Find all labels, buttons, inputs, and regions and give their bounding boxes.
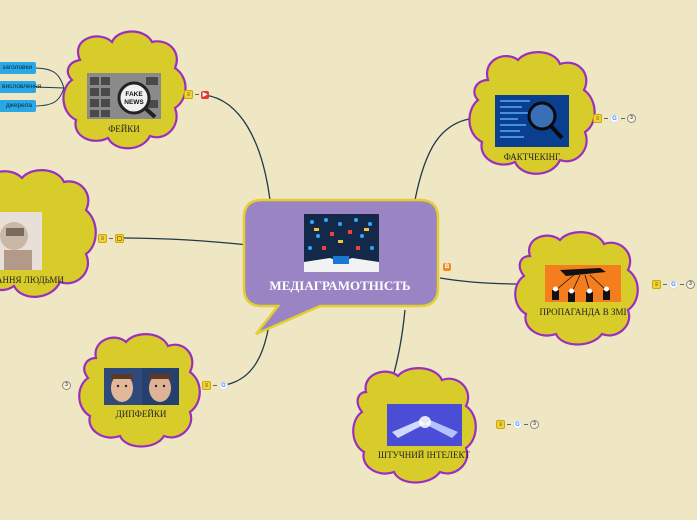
tag-statements[interactable]: висловлення — [0, 81, 41, 93]
connector-fakes — [204, 94, 271, 201]
note-icon[interactable]: ≡ — [184, 90, 193, 99]
child-count-icon[interactable]: 3 — [686, 280, 695, 289]
google-icon[interactable]: G — [610, 114, 619, 123]
node-label-people: АННЯ ЛЮДЬМИ — [0, 275, 64, 285]
google-icon[interactable]: G — [219, 381, 228, 390]
tag-sources[interactable]: джерела — [0, 100, 36, 112]
icons-people: ≡ ▢ — [98, 234, 124, 243]
image-ai — [387, 404, 462, 446]
fakes-subtopic-lines — [33, 67, 65, 107]
svg-text:FAKE: FAKE — [125, 91, 143, 98]
node-label-factcheck: ФАКТЧЕКІНГ — [503, 152, 561, 162]
video-link-icon[interactable]: ▶ — [201, 90, 209, 99]
connector-propaganda — [439, 277, 521, 285]
blog-link-icon[interactable]: B — [443, 263, 451, 271]
central-node-label: МЕДІАГРАМОТНІСТЬ — [269, 278, 411, 293]
connector-deepfakes — [224, 329, 269, 386]
tag-headlines[interactable]: заголовки — [0, 62, 36, 74]
icons-factcheck: ≡ G 3 — [593, 114, 636, 123]
icons-propaganda: ≡ G 3 — [652, 280, 695, 289]
note-icon[interactable]: ≡ — [652, 280, 661, 289]
note-icon[interactable]: ≡ — [496, 420, 505, 429]
note-icon[interactable]: ≡ — [98, 234, 107, 243]
image-people — [0, 212, 42, 270]
image-deepfakes — [104, 368, 179, 405]
node-label-fakes: ФЕЙКИ — [108, 124, 140, 134]
note-icon[interactable]: ≡ — [593, 114, 602, 123]
child-count-icon[interactable]: 3 — [627, 114, 636, 123]
note-icon[interactable]: ≡ — [202, 381, 211, 390]
connectors — [119, 94, 521, 386]
icons-deepfakes: ≡ G — [202, 381, 228, 390]
connector-factcheck — [414, 117, 476, 201]
icons-central: B — [443, 263, 451, 271]
icons-fakes: ≡ ▶ — [184, 90, 209, 99]
child-count-icon[interactable]: 3 — [530, 420, 539, 429]
svg-text:NEWS: NEWS — [124, 99, 144, 106]
connector-people — [119, 237, 249, 246]
child-count-icon[interactable]: 3 — [62, 381, 71, 390]
connector-ai — [391, 309, 406, 381]
image-propaganda — [545, 265, 621, 302]
count-deepfakes: 3 — [62, 381, 71, 390]
node-label-deepfakes: ДИПФЕЙКИ — [115, 409, 167, 419]
central-image — [304, 214, 379, 272]
node-label-ai: ШТУЧНИЙ ІНТЕЛЕКТ — [377, 450, 471, 460]
google-icon[interactable]: G — [669, 280, 678, 289]
image-fakes: FAKE NEWS — [87, 73, 161, 119]
link-icon[interactable]: ▢ — [115, 234, 124, 243]
node-label-propaganda: ПРОПАГАНДА В ЗМІ — [539, 307, 627, 317]
image-factcheck — [495, 95, 569, 147]
google-icon[interactable]: G — [513, 420, 522, 429]
icons-ai: ≡ G 3 — [496, 420, 539, 429]
